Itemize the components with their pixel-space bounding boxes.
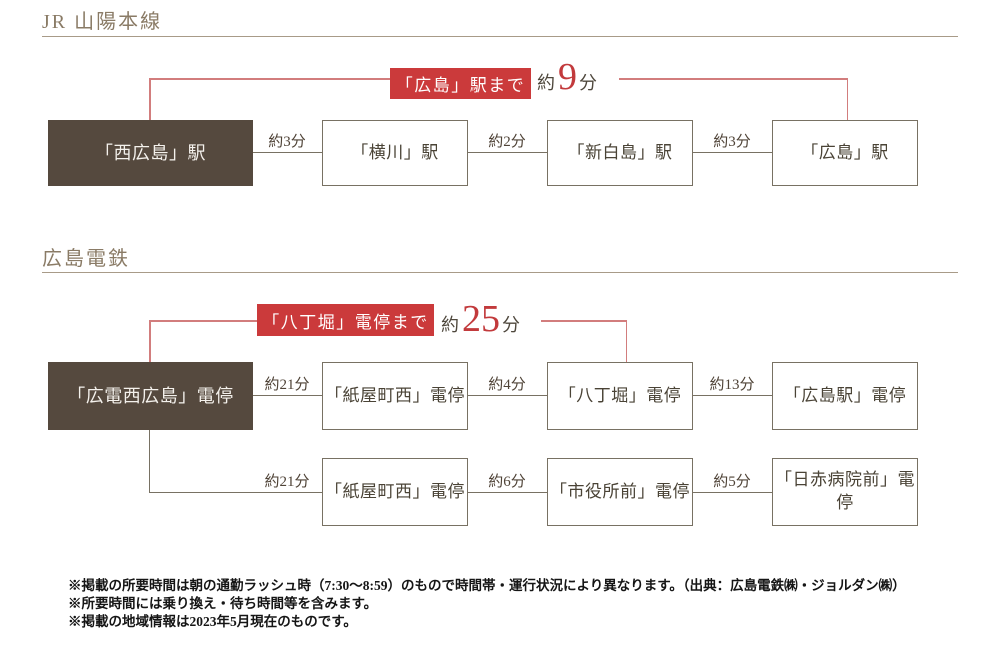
route-bracket-line	[541, 320, 627, 322]
time-suffix: 分	[502, 315, 521, 335]
duration-label: 約3分	[713, 134, 751, 150]
station-label: 「市役所前」電停	[550, 481, 690, 501]
connector-line	[468, 492, 547, 493]
total-travel-time: 約 25 分	[441, 300, 521, 338]
duration-label: 約6分	[488, 474, 526, 490]
duration-label: 約3分	[268, 134, 306, 150]
connector-line	[253, 395, 322, 396]
section-title-jr-sanyo-line: JR 山陽本線	[42, 11, 163, 33]
station-label: 「広島駅」電停	[783, 385, 907, 405]
time-prefix: 約	[537, 73, 556, 93]
footnote-line: ※掲載の所要時間は朝の通勤ラッシュ時（7:30～8:59）のもので時間帯・運行状…	[68, 578, 906, 593]
route-bracket-line	[149, 78, 390, 80]
station-box: 「市役所前」電停	[547, 458, 693, 526]
route-bracket-line	[149, 320, 151, 362]
route-bracket-line	[149, 78, 151, 120]
connector-line	[693, 492, 772, 493]
time-value: 25	[462, 298, 500, 340]
duration-label: 約21分	[264, 474, 310, 490]
station-label: 「日赤病院前」電停	[775, 470, 915, 512]
station-label: 「広島」駅	[801, 142, 889, 162]
station-box: 「新白島」駅	[547, 120, 693, 186]
section-divider	[42, 272, 958, 273]
station-box-origin: 「西広島」駅	[48, 120, 253, 186]
footnote-line: ※掲載の地域情報は2023年5月現在のものです。	[68, 614, 357, 629]
destination-badge: 「広島」駅まで	[390, 68, 531, 99]
route-bracket-line	[619, 78, 848, 80]
time-suffix: 分	[579, 73, 598, 93]
station-box: 「八丁堀」電停	[547, 362, 693, 430]
station-box: 「広島駅」電停	[772, 362, 918, 430]
station-box: 「横川」駅	[322, 120, 468, 186]
station-label: 「横川」駅	[351, 142, 439, 162]
station-box: 「紙屋町西」電停	[322, 458, 468, 526]
station-label: 「新白島」駅	[567, 142, 673, 162]
duration-label: 約21分	[264, 377, 310, 393]
connector-line	[468, 395, 547, 396]
station-box: 「広島」駅	[772, 120, 918, 186]
station-label: 「紙屋町西」電停	[325, 385, 465, 405]
time-value: 9	[558, 56, 577, 98]
footnote-line: ※所要時間には乗り換え・待ち時間等を含みます。	[68, 596, 378, 611]
route-bracket-line	[846, 78, 848, 120]
station-label: 「紙屋町西」電停	[325, 481, 465, 501]
connector-line	[693, 152, 772, 153]
total-travel-time: 約 9 分	[537, 58, 598, 96]
time-prefix: 約	[441, 315, 460, 335]
station-label: 「西広島」駅	[95, 142, 206, 163]
branch-line	[149, 492, 322, 493]
section-title-hiroshima-electric-railway: 広島電鉄	[42, 248, 130, 270]
duration-label: 約5分	[713, 474, 751, 490]
duration-label: 約13分	[709, 377, 755, 393]
destination-badge: 「八丁堀」電停まで	[257, 304, 434, 336]
station-box-origin: 「広電西広島」電停	[48, 362, 253, 430]
station-box: 「紙屋町西」電停	[322, 362, 468, 430]
station-label: 「広電西広島」電停	[67, 385, 234, 406]
connector-line	[468, 152, 547, 153]
branch-line	[149, 430, 150, 493]
section-divider	[42, 36, 958, 37]
duration-label: 約4分	[488, 377, 526, 393]
station-box: 「日赤病院前」電停	[772, 458, 918, 526]
station-label: 「八丁堀」電停	[558, 385, 682, 405]
route-bracket-line	[149, 320, 257, 322]
route-bracket-line	[625, 320, 627, 362]
connector-line	[253, 152, 322, 153]
duration-label: 約2分	[488, 134, 526, 150]
connector-line	[693, 395, 772, 396]
